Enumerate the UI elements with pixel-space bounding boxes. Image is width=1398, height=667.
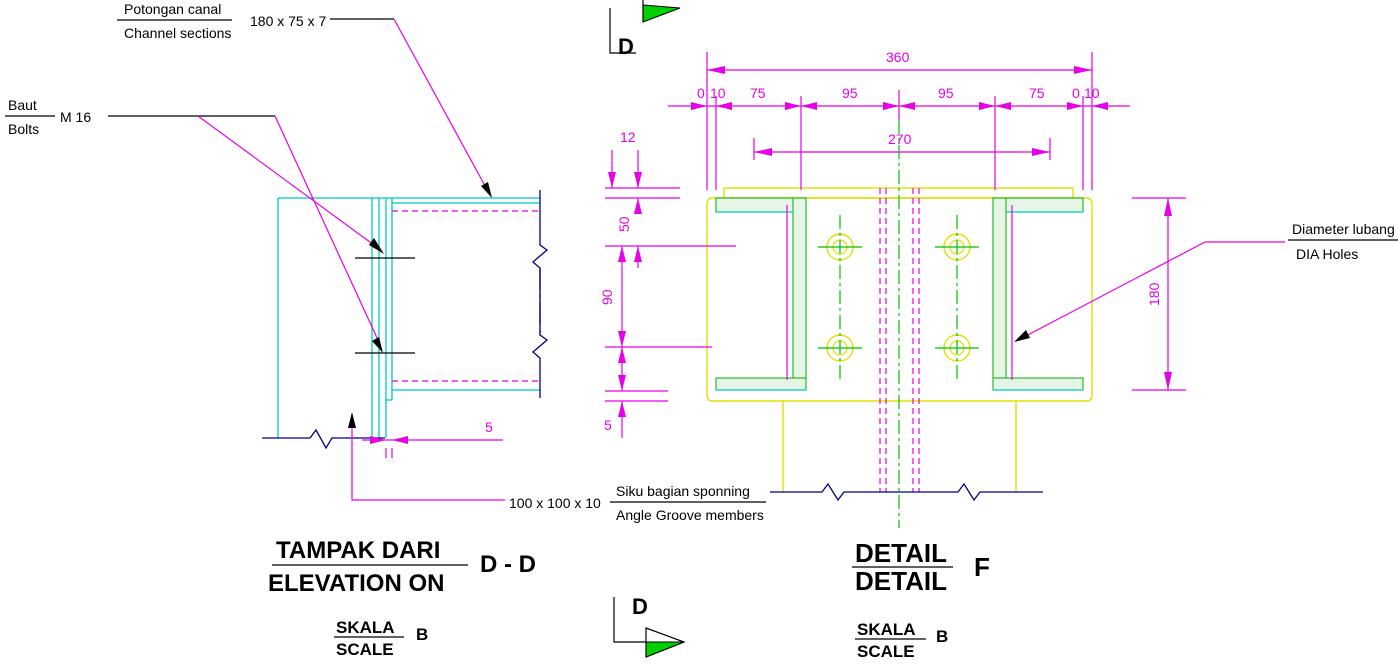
dim-overall: 360 — [886, 49, 910, 65]
dim-left-b: 10 — [710, 85, 726, 101]
dim-right-b: 10 — [1084, 85, 1100, 101]
dim-right-a: 0 — [1072, 85, 1080, 101]
dim-bottom-5 — [362, 436, 503, 458]
section-marker-top: D — [609, 0, 681, 59]
detail-scale-id: SKALA — [857, 620, 916, 639]
elev-title-line2: ELEVATION ON — [268, 570, 444, 597]
channel-label-id: Potongan canal — [124, 1, 221, 17]
bolt-label-id: Baut — [8, 97, 37, 113]
holes-callout: Diameter lubang DIA Holes — [1014, 221, 1398, 342]
bolt-axis-lines — [355, 257, 415, 354]
detail-title: DETAIL DETAIL F SKALA SCALE B — [852, 538, 990, 661]
dim-top — [668, 52, 1130, 190]
elev-scale-val: B — [416, 625, 428, 644]
elev-scale-id: SKALA — [336, 618, 395, 637]
holes-label-en: DIA Holes — [1296, 246, 1358, 262]
dim-50: 50 — [616, 216, 632, 232]
angle-hidden-lines — [392, 210, 540, 382]
angle-callout: 100 x 100 x 10 Siku bagian sponning Angl… — [509, 483, 766, 523]
elevation-view: 5 — [262, 190, 549, 501]
detail-break-line — [770, 482, 1043, 502]
dim-75-left: 75 — [750, 85, 766, 101]
channel-callout: Potongan canal Channel sections 180 x 75… — [117, 1, 492, 198]
detail-title-line2: DETAIL — [855, 566, 947, 596]
elev-title-line1: TAMPAK DARI — [276, 537, 440, 564]
bolt-holes — [818, 215, 979, 380]
dim-left-a: 0 — [697, 85, 705, 101]
holes-label-id: Diameter lubang — [1292, 221, 1395, 237]
channel-outline — [277, 197, 540, 438]
break-line-right — [532, 190, 549, 398]
angle-size: 100 x 100 x 10 — [509, 495, 601, 511]
bolt-size: M 16 — [60, 109, 91, 125]
channel-label-en: Channel sections — [124, 25, 231, 41]
bolt-callout: Baut Bolts M 16 — [5, 97, 384, 353]
detail-view: 360 0 10 75 95 95 75 0 10 270 — [599, 49, 1398, 528]
dim-left-vertical — [605, 150, 736, 438]
left-channel — [715, 197, 807, 391]
elev-title-ref: D - D — [480, 551, 536, 578]
dim-95-left: 95 — [842, 85, 858, 101]
detail-title-ref: F — [974, 552, 990, 582]
dim-95-right: 95 — [938, 85, 954, 101]
elev-scale-en: SCALE — [336, 640, 394, 659]
break-line-bottom — [262, 428, 385, 450]
dim-right-vertical — [1132, 197, 1186, 391]
section-marker-bottom: D — [613, 594, 686, 658]
dim-90: 90 — [599, 289, 615, 305]
angle-label-id: Siku bagian sponning — [616, 483, 750, 499]
dim-v5: 5 — [604, 417, 612, 433]
detail-scale-en: SCALE — [857, 642, 915, 661]
dim-270: 270 — [888, 131, 912, 147]
dim-12: 12 — [620, 129, 636, 145]
bolt-label-en: Bolts — [8, 121, 39, 137]
right-channel — [992, 197, 1084, 391]
elevation-title: TAMPAK DARI ELEVATION ON D - D SKALA SCA… — [268, 537, 536, 659]
dim-180: 180 — [1146, 282, 1162, 306]
center-web — [879, 120, 920, 528]
angle-leader — [351, 418, 505, 501]
angle-label-en: Angle Groove members — [616, 507, 764, 523]
detail-title-line1: DETAIL — [855, 538, 947, 568]
dim-label-h5: 5 — [485, 419, 493, 435]
channel-size: 180 x 75 x 7 — [250, 13, 326, 29]
dim-75-right: 75 — [1029, 85, 1045, 101]
detail-scale-val: B — [936, 627, 948, 646]
marker-top-letter: D — [618, 34, 634, 59]
marker-bottom-letter: D — [632, 594, 648, 619]
